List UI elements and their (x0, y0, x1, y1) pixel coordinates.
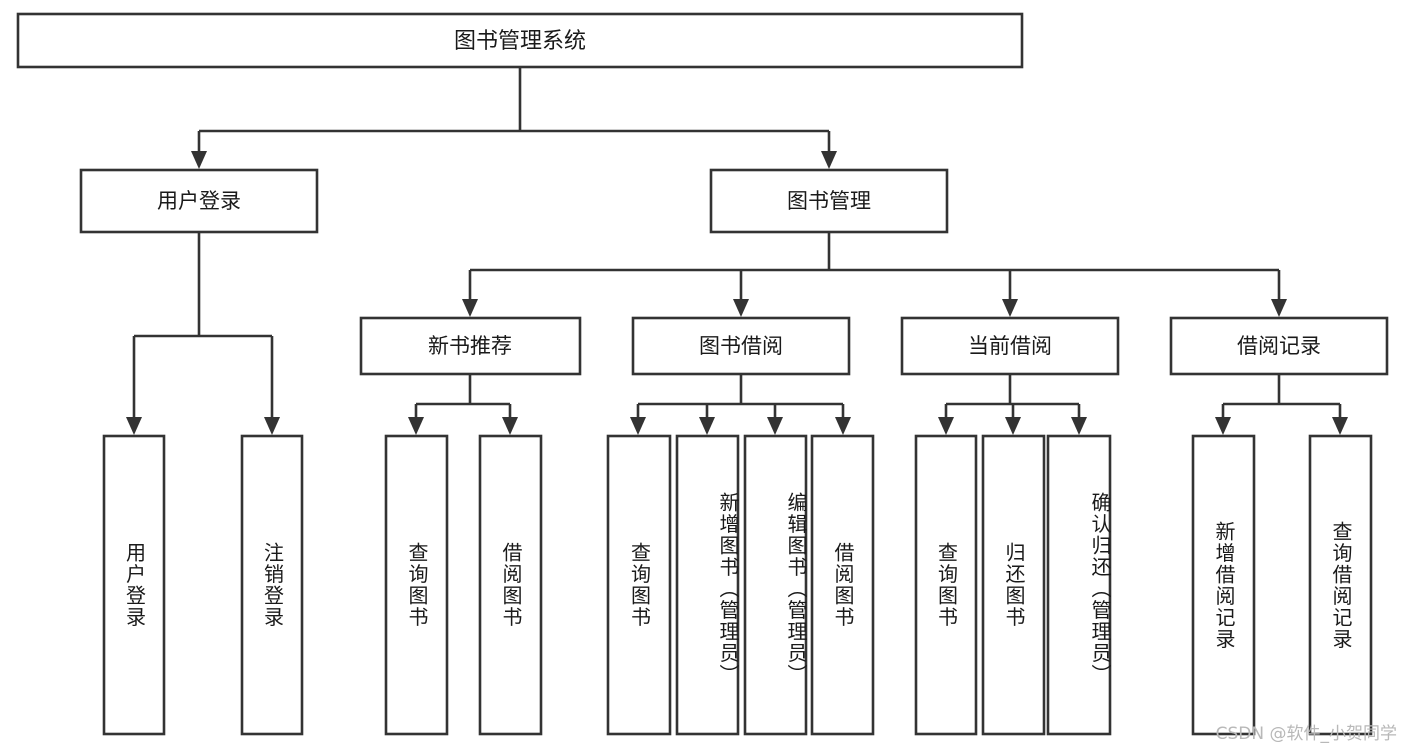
node-root-box[interactable] (16, 12, 1024, 69)
arrow-to-leaf-confirm-return (1071, 417, 1087, 435)
node-book-borrow[interactable]: 图书借阅 (631, 316, 851, 376)
connectors-borrow-record-to-leaves (1215, 374, 1348, 435)
leaf-box-query-book-c[interactable] (914, 434, 978, 736)
arrow-to-leaf-query-book-c (938, 417, 954, 435)
node-current-borrow[interactable]: 当前借阅 (900, 316, 1120, 376)
leaf-box-borrow-book-b[interactable] (810, 434, 875, 736)
leaf-box-add-book[interactable] (675, 434, 740, 736)
leaf-box-add-record[interactable] (1191, 434, 1256, 736)
node-root[interactable]: 图书管理系统 (16, 12, 1024, 69)
connectors-root-to-level2 (191, 67, 837, 169)
arrow-to-leaf-add-record (1215, 417, 1231, 435)
node-book-management[interactable]: 图书管理 (709, 168, 949, 234)
leaf-box-query-record[interactable] (1308, 434, 1373, 736)
leaf-box-edit-book[interactable] (743, 434, 808, 736)
arrow-to-leaf-query-record (1332, 417, 1348, 435)
node-user-login-box[interactable] (79, 168, 319, 234)
node-user-login-label: 用户登录 (157, 189, 241, 213)
leaf-box-return-book[interactable] (981, 434, 1046, 736)
leaf-box-borrow-book-a[interactable] (478, 434, 543, 736)
node-root-label: 图书管理系统 (454, 29, 586, 54)
arrow-to-borrow-record (1271, 299, 1287, 317)
connectors-user-login-to-leaves (126, 232, 280, 435)
connectors-new-book-to-leaves (408, 374, 518, 435)
node-borrow-record-box[interactable] (1169, 316, 1389, 376)
arrow-to-new-book (462, 299, 478, 317)
node-user-login[interactable]: 用户登录 (79, 168, 319, 234)
arrow-to-borrow-book (733, 299, 749, 317)
connectors-current-borrow-to-leaves (938, 374, 1087, 435)
node-borrow-record-label: 借阅记录 (1237, 334, 1321, 358)
node-new-book-recommend-box[interactable] (359, 316, 582, 376)
leaf-box-user-login[interactable] (102, 434, 166, 736)
arrow-to-leaf-edit-book (767, 417, 783, 435)
arrow-to-current-borrow (1002, 299, 1018, 317)
node-new-book-recommend-label: 新书推荐 (428, 334, 512, 358)
arrow-to-leaf-query-book-a (408, 417, 424, 435)
csdn-watermark: CSDN @软件_小贺同学 (1215, 724, 1397, 744)
arrow-to-leaf-query-book-b (630, 417, 646, 435)
node-book-borrow-box[interactable] (631, 316, 851, 376)
arrow-to-leaf-borrow-book-a (502, 417, 518, 435)
node-borrow-record[interactable]: 借阅记录 (1169, 316, 1389, 376)
node-book-borrow-label: 图书借阅 (699, 334, 783, 358)
node-current-borrow-box[interactable] (900, 316, 1120, 376)
leaf-box-confirm-return[interactable] (1046, 434, 1112, 736)
arrow-to-book-mgmt (821, 151, 837, 169)
leaf-boxes[interactable] (102, 434, 1373, 736)
node-book-management-label: 图书管理 (787, 189, 871, 213)
arrow-to-leaf-add-book (699, 417, 715, 435)
connectors-borrow-book-to-leaves (630, 374, 851, 435)
connectors-book-mgmt-to-level3 (462, 232, 1287, 317)
arrow-to-leaf-return-book (1005, 417, 1021, 435)
leaf-box-query-book-b[interactable] (606, 434, 672, 736)
node-new-book-recommend[interactable]: 新书推荐 (359, 316, 582, 376)
leaf-box-query-book-a[interactable] (384, 434, 449, 736)
arrow-to-leaf-borrow-book-b (835, 417, 851, 435)
node-current-borrow-label: 当前借阅 (968, 334, 1052, 358)
arrow-to-user-login (191, 151, 207, 169)
node-book-management-box[interactable] (709, 168, 949, 234)
leaf-box-logout[interactable] (240, 434, 304, 736)
arrow-to-leaf-user-login (126, 417, 142, 435)
arrow-to-leaf-logout (264, 417, 280, 435)
